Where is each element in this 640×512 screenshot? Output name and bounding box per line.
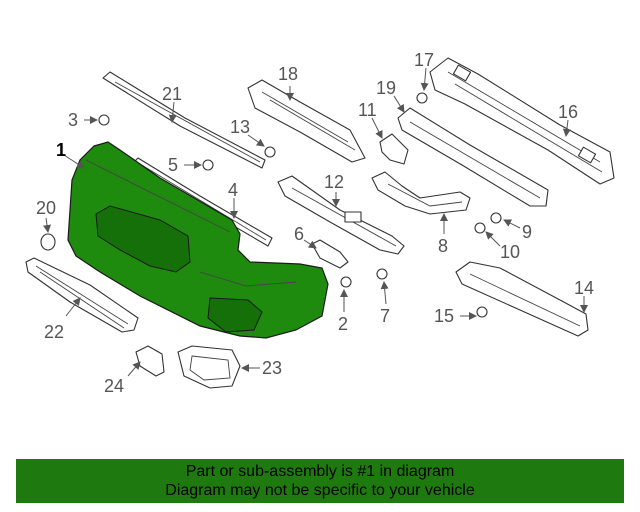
callout-labels: 1 2 3 4 5 6 7 8 9 10 11 12 13 14 15 16 1… [36, 50, 594, 396]
callout-21: 21 [162, 84, 182, 104]
callout-16: 16 [558, 102, 578, 122]
footer-banner: Part or sub-assembly is #1 in diagram Di… [16, 459, 624, 503]
callout-7: 7 [380, 306, 390, 326]
fastener-parts [98, 92, 502, 318]
lower-bracket-part[interactable] [135, 345, 165, 377]
callout-5: 5 [168, 155, 178, 175]
footer-line-2: Diagram may not be specific to your vehi… [165, 482, 475, 499]
reinforcement-beam-part[interactable] [429, 57, 615, 185]
callout-13: 13 [230, 117, 250, 137]
callout-1: 1 [56, 140, 66, 160]
callout-23: 23 [262, 358, 282, 378]
clip-part[interactable] [40, 233, 56, 251]
callout-15: 15 [434, 306, 454, 326]
parts-diagram: 1 2 3 4 5 6 7 8 9 10 11 12 13 14 15 16 1… [25, 50, 615, 396]
callout-10: 10 [500, 242, 520, 262]
small-bracket-part[interactable] [379, 133, 409, 165]
mount-bracket-part[interactable] [311, 239, 349, 269]
callout-20: 20 [36, 198, 56, 218]
absorber-part[interactable] [397, 107, 549, 207]
callout-22: 22 [44, 322, 64, 342]
callout-14: 14 [574, 278, 594, 298]
leader-lines [43, 67, 588, 377]
callout-24: 24 [104, 376, 124, 396]
callout-3: 3 [68, 110, 78, 130]
upper-bracket-part[interactable] [247, 79, 366, 163]
callout-9: 9 [522, 222, 532, 242]
upper-trim-strip-part[interactable] [102, 71, 266, 169]
callout-19: 19 [376, 78, 396, 98]
callout-8: 8 [438, 236, 448, 256]
callout-4: 4 [228, 180, 238, 200]
callout-12: 12 [324, 172, 344, 192]
side-bracket-part[interactable] [277, 175, 405, 255]
callout-18: 18 [278, 64, 298, 84]
callout-2: 2 [338, 314, 348, 334]
lower-absorber-part[interactable] [455, 261, 589, 337]
callout-17: 17 [414, 50, 434, 70]
callout-11: 11 [358, 100, 377, 120]
callout-6: 6 [294, 224, 304, 244]
footer-line-1: Part or sub-assembly is #1 in diagram [185, 463, 455, 480]
support-bracket-part[interactable] [371, 171, 471, 215]
bumper-cover-part-highlighted[interactable] [67, 141, 329, 339]
fog-lamp-bezel-part[interactable] [177, 345, 241, 389]
lower-grille-part[interactable] [25, 257, 139, 333]
